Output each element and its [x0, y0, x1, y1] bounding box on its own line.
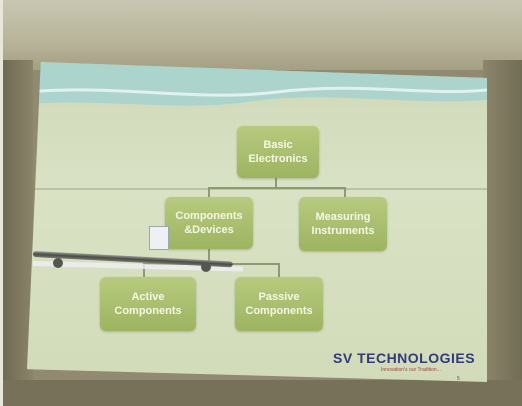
connector	[275, 178, 277, 188]
node-basic-electronics: Basic Electronics	[237, 126, 319, 178]
brand-tagline: Innovation's our Tradition...	[381, 367, 441, 373]
node-passive-components: Passive Components	[235, 277, 323, 331]
connector	[208, 187, 346, 189]
connector	[143, 263, 145, 277]
connector	[208, 248, 210, 264]
node-components-devices: Components &Devices	[165, 197, 253, 249]
node-active-components: Active Components	[100, 277, 196, 331]
screen-fold	[27, 188, 487, 190]
pole-bracket-right	[201, 262, 211, 272]
wall-right	[483, 60, 522, 406]
connector	[208, 187, 210, 197]
paper-tag	[149, 226, 169, 250]
connector	[278, 263, 280, 277]
node-measuring-instruments: Measuring Instruments	[299, 197, 387, 251]
connector	[344, 187, 346, 197]
pole-bracket-left	[53, 258, 63, 268]
wall-bottom	[3, 380, 522, 406]
projector-screen	[27, 62, 487, 382]
wall-top	[3, 0, 522, 70]
slide-header-wave	[27, 62, 487, 106]
brand-logo-text: SV TECHNOLOGIES	[333, 350, 476, 366]
slide-number: 5	[457, 376, 460, 382]
